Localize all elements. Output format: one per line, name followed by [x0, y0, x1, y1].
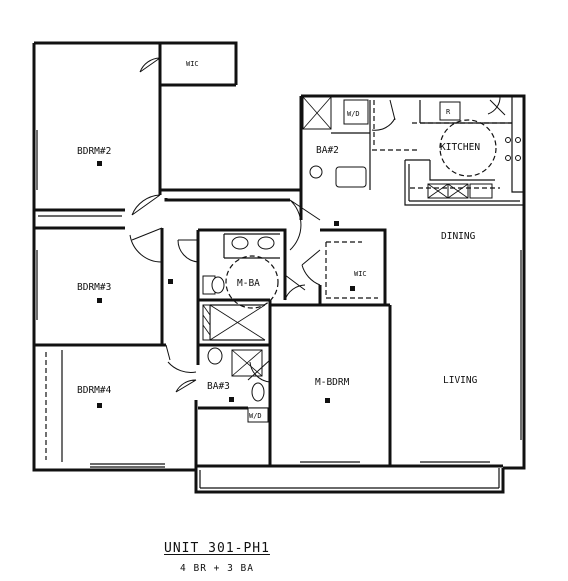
label-bdrm4: BDRM#4 [77, 385, 112, 396]
unit-subtitle: 4 BR + 3 BA [180, 563, 254, 574]
label-ba2: BA#2 [316, 145, 339, 156]
label-dining: DINING [441, 231, 476, 242]
label-wd-bottom: W/D [249, 412, 262, 420]
label-wd-top: W/D [347, 110, 360, 118]
label-ba3: BA#3 [207, 381, 230, 392]
label-mba: M-BA [237, 278, 260, 289]
unit-title: UNIT 301-PH1 [164, 541, 270, 556]
label-mbdrm: M-BDRM [315, 377, 350, 388]
label-bdrm2: BDRM#2 [77, 146, 111, 157]
label-wic-master: WIC [354, 270, 367, 278]
label-wic-top: WIC [186, 60, 199, 68]
door-swings [36, 57, 522, 468]
label-fridge: R [446, 108, 451, 116]
interior-walls [34, 43, 524, 470]
label-bdrm3: BDRM#3 [77, 282, 111, 293]
label-living: LIVING [443, 375, 478, 386]
room-labels: WIC BDRM#2 BDRM#3 BDRM#4 BA#2 W/D KITCHE… [77, 60, 480, 420]
fixtures [97, 96, 521, 423]
label-kitchen: KITCHEN [440, 142, 480, 153]
